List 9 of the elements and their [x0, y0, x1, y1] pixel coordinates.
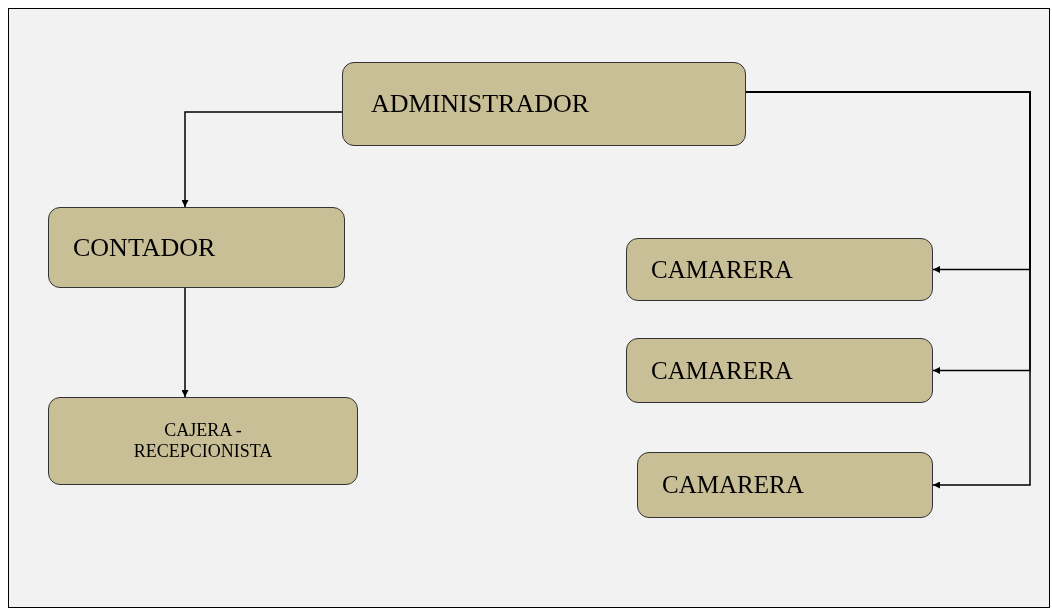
arrow — [181, 287, 189, 398]
role-box: CAMARERA — [637, 452, 933, 518]
role-box: CONTADOR — [48, 207, 345, 288]
arrow — [181, 111, 343, 208]
arrow — [745, 91, 1031, 489]
role-box: CAMARERA — [626, 338, 933, 403]
role-box: CAJERA - RECEPCIONISTA — [48, 397, 358, 485]
role-box: CAMARERA — [626, 238, 933, 301]
role-box: ADMINISTRADOR — [342, 62, 746, 146]
